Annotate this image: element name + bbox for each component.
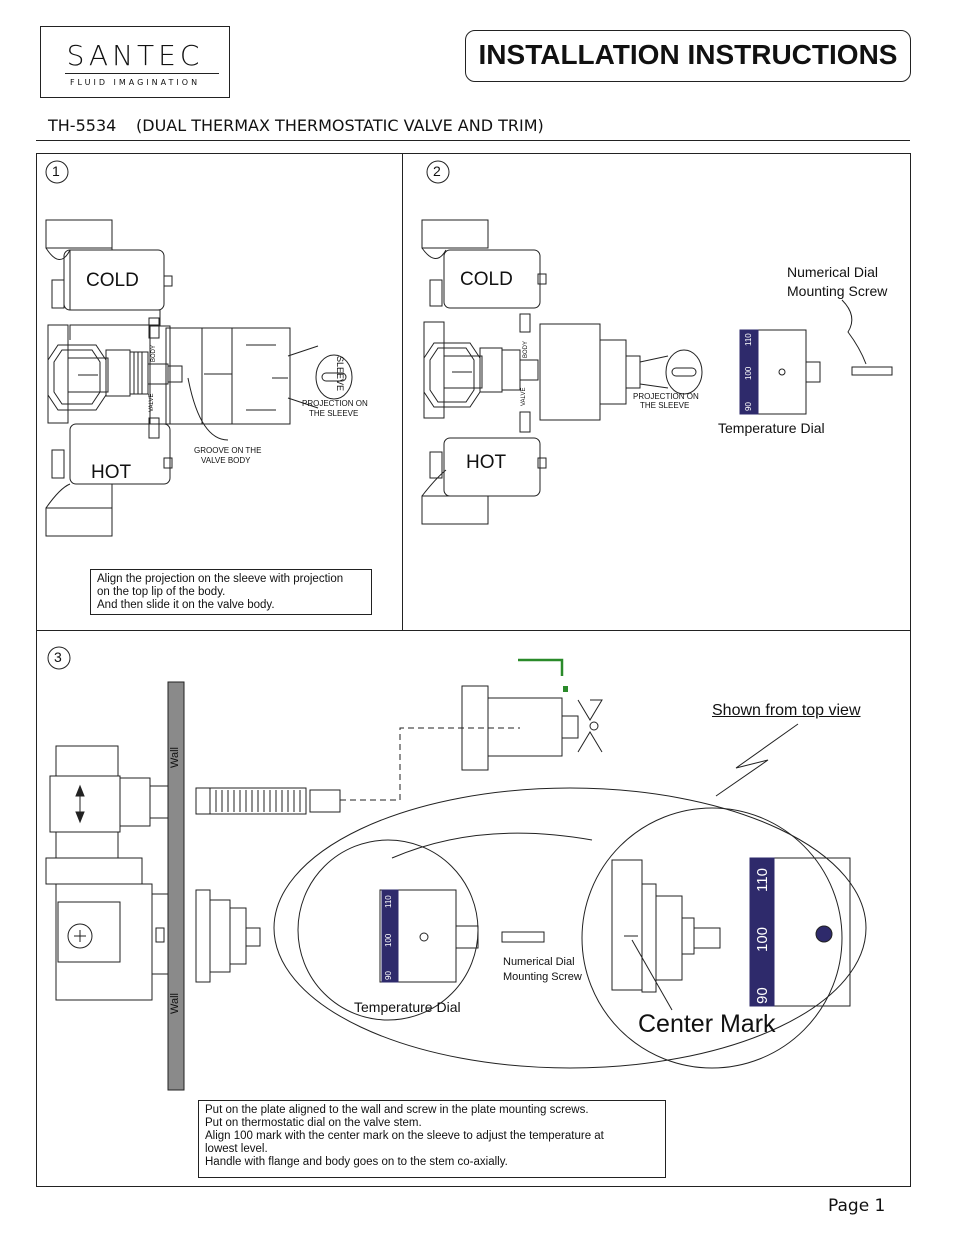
title-box: INSTALLATION INSTRUCTIONS <box>465 30 911 82</box>
step-1-note-line: on the top lip of the body. <box>97 586 226 598</box>
step-3-note: Put on the plate aligned to the wall and… <box>198 1100 666 1178</box>
step-2-dial-scale <box>739 329 759 415</box>
instruction-frame <box>36 153 911 1187</box>
step-2-screw-line1: Numerical Dial <box>787 264 879 280</box>
step-3-note-line: Put on thermostatic dial on the valve st… <box>205 1117 422 1129</box>
page-title: INSTALLATION INSTRUCTIONS <box>478 39 898 70</box>
zoom-dial-screw <box>815 925 833 943</box>
step-1-note: Align the projection on the sleeve with … <box>90 569 372 615</box>
step-3-note-line: lowest level. <box>205 1143 268 1155</box>
model-number: TH-5534 <box>48 116 117 135</box>
step-1-circle <box>45 160 69 184</box>
step-1-cold-label: COLD <box>86 270 139 291</box>
step-2-valve-drawing <box>421 219 893 525</box>
step-2-projection-line1: PROJECTION ON <box>633 392 699 401</box>
step-2-temperature-dial-label: Temperature Dial <box>718 420 825 436</box>
step-3-dial-scale <box>381 889 399 983</box>
logo-name: SANTEC <box>66 39 204 72</box>
step-2-dial-mark-100: 100 <box>744 366 753 380</box>
zoom-dial-mark-100: 100 <box>754 926 771 952</box>
step-2-projection-line2: THE SLEEVE <box>640 401 690 410</box>
wall-label-bottom: Wall <box>169 993 181 1014</box>
step-3-dial-mark-110: 110 <box>384 895 393 908</box>
step-1-projection-line2: THE SLEEVE <box>309 409 359 418</box>
handle-accent <box>518 658 564 676</box>
step-2-dial-mark-90: 90 <box>744 402 753 411</box>
step-1-sleeve-label: SLEEVE <box>335 356 345 392</box>
step-3-drawing <box>45 685 867 1069</box>
step-2-body-label: BODY <box>523 340 529 358</box>
page-number: Page 1 <box>828 1196 886 1216</box>
center-mark-label: Center Mark <box>638 1010 776 1038</box>
wall-label-top: Wall <box>169 747 181 768</box>
step-1-note-line: And then slide it on the valve body. <box>97 599 275 611</box>
step-3-screw-line2: Mounting Screw <box>503 971 582 983</box>
step-1-groove-line2: VALVE BODY <box>201 456 251 465</box>
zoom-dial-mark-110: 110 <box>754 868 771 892</box>
step-2-number: 2 <box>433 163 441 179</box>
step-2-screw-line2: Mounting Screw <box>787 283 888 299</box>
step-2-cold-label: COLD <box>460 269 513 290</box>
step-3-temperature-dial-label: Temperature Dial <box>354 999 461 1015</box>
step-3-zoom-dial-scale <box>749 857 775 1007</box>
wall-plate <box>167 681 185 1091</box>
step-3-dial-mark-90: 90 <box>384 971 393 980</box>
santec-logo: SANTEC FLUID IMAGINATION <box>40 26 230 98</box>
top-view-label: Shown from top view <box>712 702 861 719</box>
logo-divider <box>65 73 219 74</box>
product-subtitle: (DUAL THERMAX THERMOSTATIC VALVE AND TRI… <box>136 116 544 135</box>
step-3-number: 3 <box>54 649 62 665</box>
handle-accent-dot <box>563 686 568 692</box>
step-1-note-line: Align the projection on the sleeve with … <box>97 573 344 585</box>
step-3-note-line: Align 100 mark with the center mark on t… <box>205 1130 604 1142</box>
step-1-projection-line1: PROJECTION ON <box>302 399 368 408</box>
panel-divider-vertical <box>402 153 403 631</box>
header-rule <box>36 140 910 141</box>
step-1-groove-line1: GROOVE ON THE <box>194 446 262 455</box>
panel-divider-horizontal <box>36 630 911 631</box>
step-2-dial-mark-110: 110 <box>744 333 753 346</box>
step-1-body-label: BODY <box>151 344 157 362</box>
step-2-valve-label: VALVE <box>521 387 527 406</box>
step-3-circle <box>47 646 71 670</box>
step-1-number: 1 <box>52 163 60 179</box>
step-2-circle <box>426 160 450 184</box>
step-1-valve-label: VALVE <box>149 393 155 412</box>
zoom-dial-mark-90: 90 <box>754 987 771 1004</box>
step-3-note-line: Handle with flange and body goes on to t… <box>205 1156 508 1168</box>
step-3-note-line: Put on the plate aligned to the wall and… <box>205 1104 589 1116</box>
step-3-screw-line1: Numerical Dial <box>503 956 575 968</box>
step-1-valve-drawing <box>45 219 353 537</box>
logo-tagline: FLUID IMAGINATION <box>69 78 201 87</box>
step-3-dial-mark-100: 100 <box>384 933 393 947</box>
step-2-hot-label: HOT <box>466 452 507 473</box>
step-1-hot-label: HOT <box>91 462 132 483</box>
